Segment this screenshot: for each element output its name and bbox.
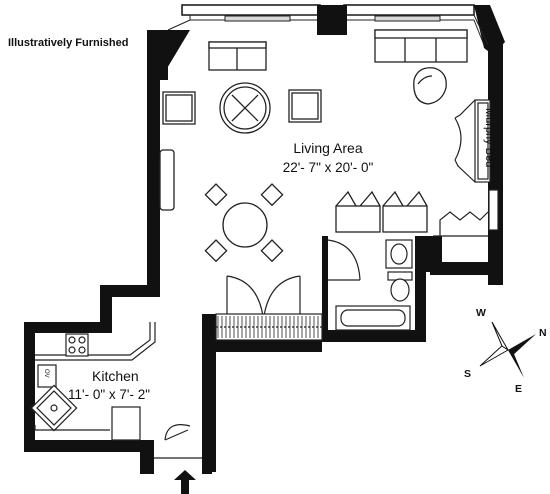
compass-east-label: E	[515, 383, 522, 395]
murphy-bed	[454, 99, 491, 183]
living-area-label: Living Area	[293, 140, 362, 156]
entry-arrow-icon	[174, 470, 196, 494]
living-furniture	[159, 29, 468, 263]
murphy-bed-label: Murphy Bed	[483, 108, 495, 167]
compass-north-label: N	[539, 327, 547, 339]
kitchen-label: Kitchen	[92, 368, 139, 384]
door-frame-hatch	[217, 316, 319, 338]
compass-rose-icon	[479, 321, 536, 378]
bathroom	[327, 239, 413, 331]
kitchen-fixtures	[30, 322, 156, 441]
kitchen-dimensions: 11'- 0" x 7'- 2"	[68, 387, 150, 402]
entry-door	[154, 424, 202, 459]
compass-south-label: S	[464, 368, 471, 380]
oven-label: OV	[43, 369, 49, 378]
closet-doors	[433, 189, 499, 237]
windows	[167, 14, 489, 46]
walls	[24, 4, 505, 474]
illustrative-note: Illustratively Furnished	[8, 37, 128, 49]
living-area-dimensions: 22'- 7" x 20'- 0"	[283, 160, 374, 175]
compass-west-label: W	[476, 307, 486, 319]
